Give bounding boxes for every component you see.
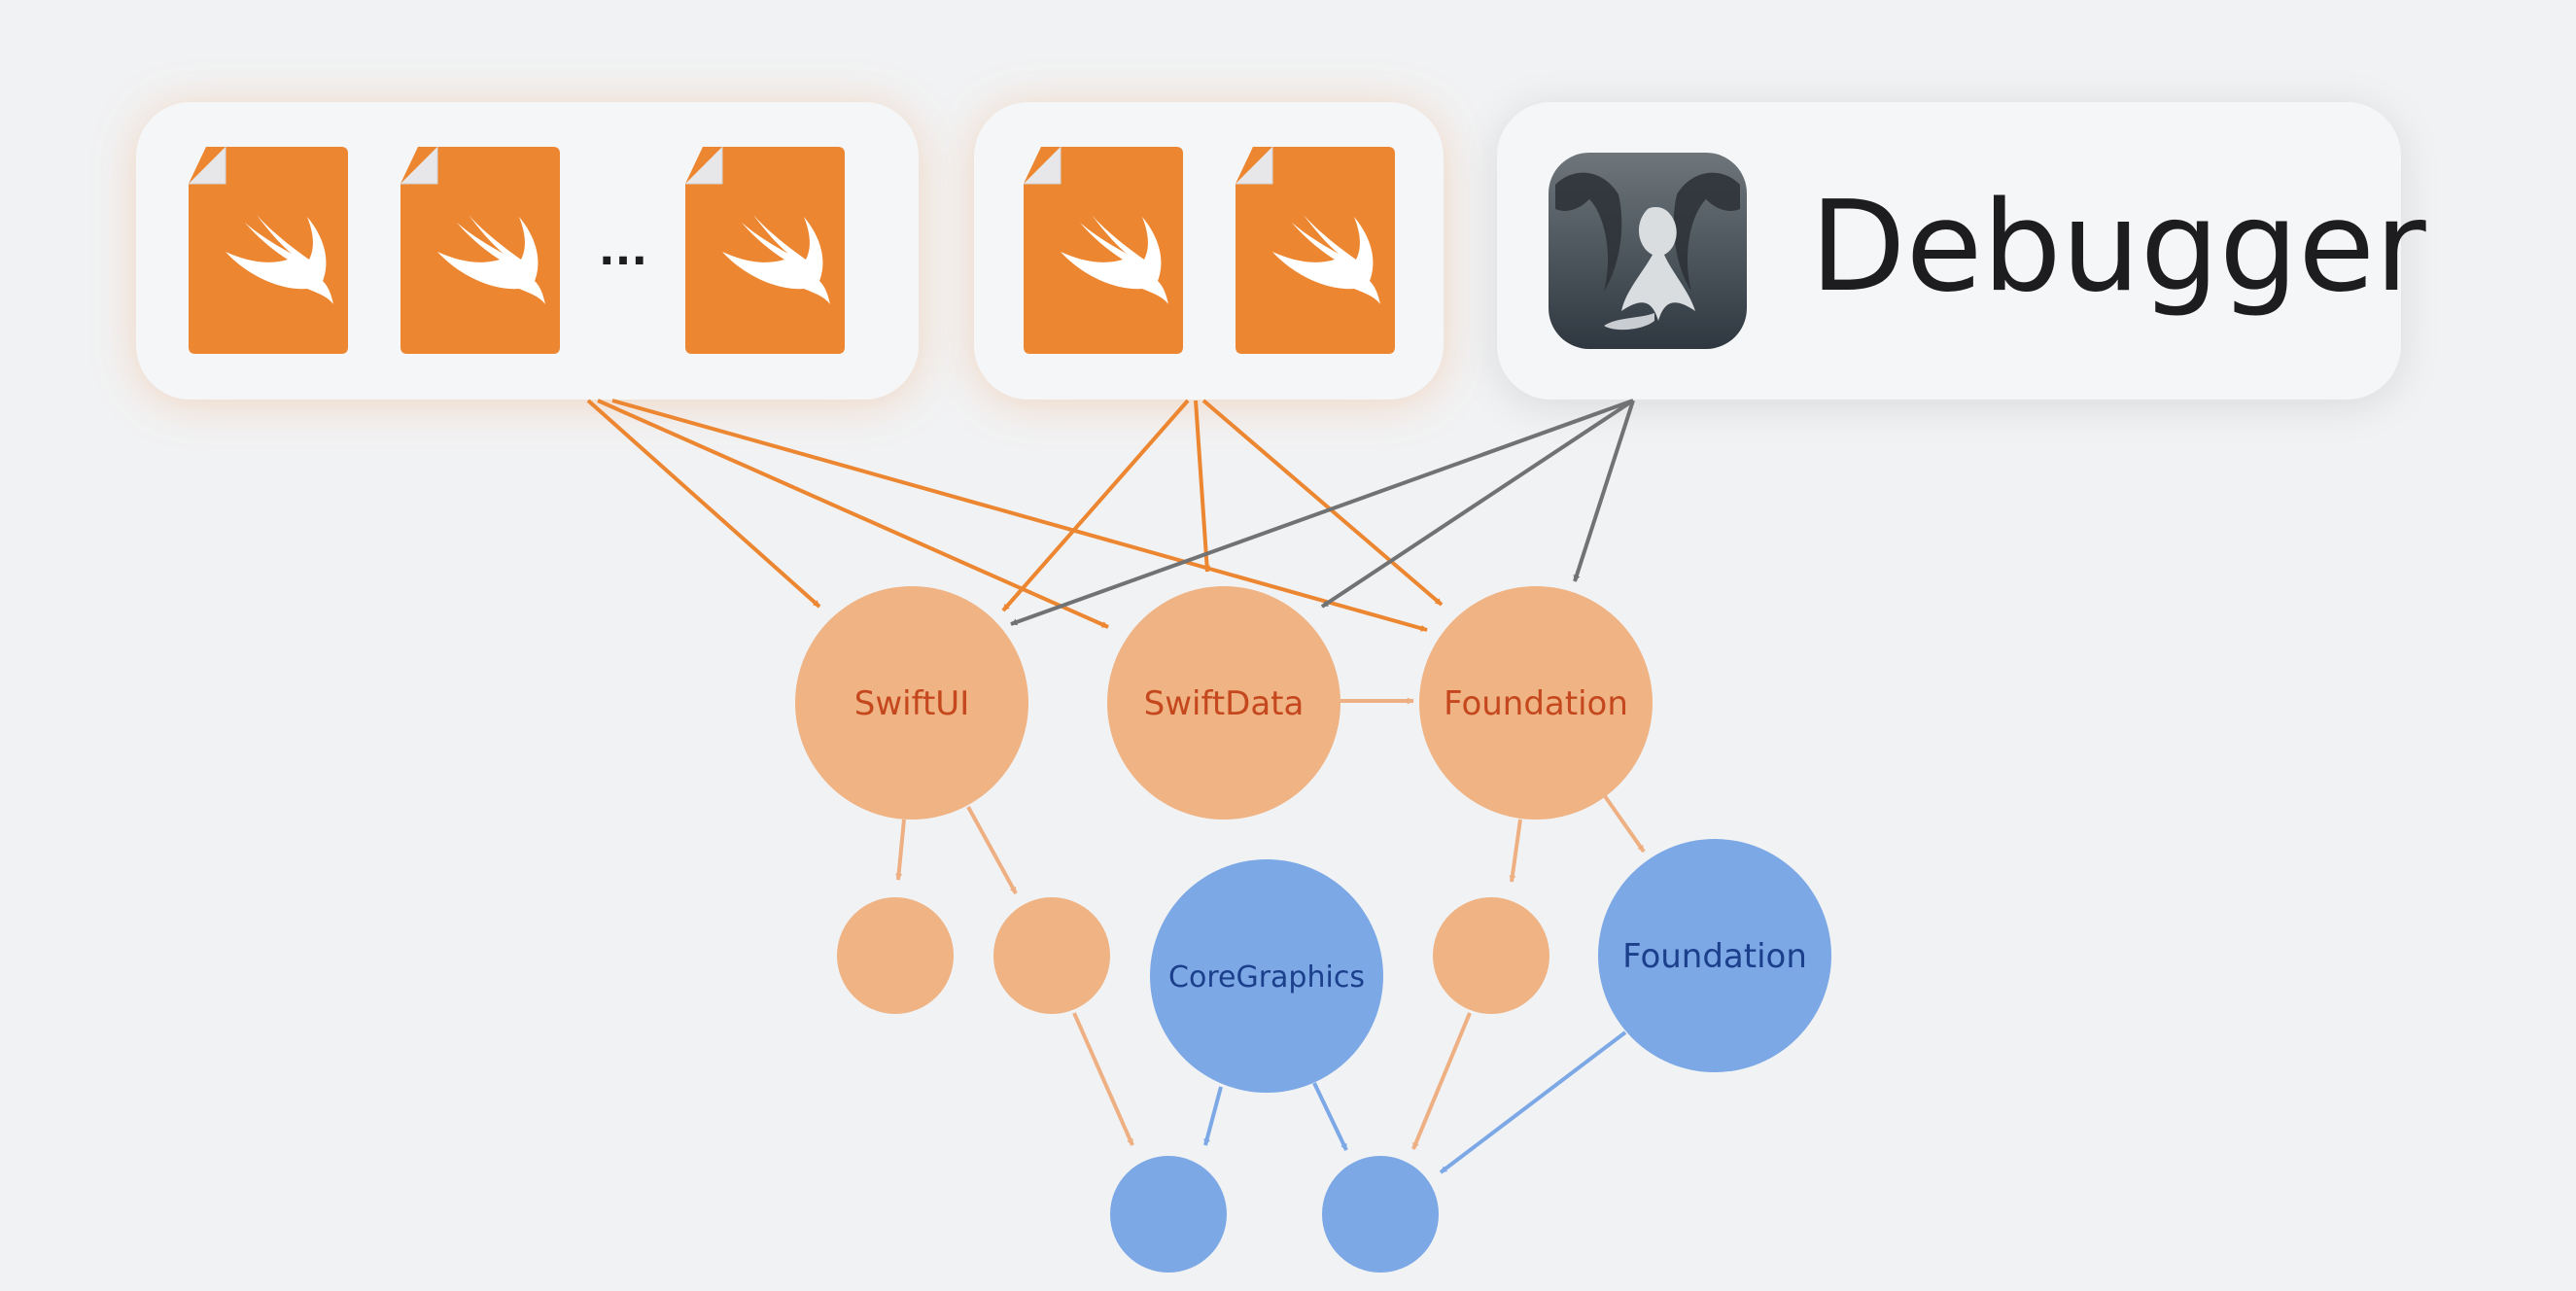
arrow xyxy=(1509,819,1522,883)
file-dependency-arrows xyxy=(586,399,1444,632)
swiftdata-label: SwiftData xyxy=(1144,684,1305,723)
arrow xyxy=(611,399,1428,632)
swift-file-icon xyxy=(188,146,349,355)
foundation-label: Foundation xyxy=(1444,684,1628,723)
dependency-node xyxy=(1433,897,1549,1014)
arrow xyxy=(1203,1086,1223,1146)
dependency-node xyxy=(993,897,1110,1014)
arrow xyxy=(1312,1082,1348,1151)
arrow xyxy=(586,399,821,609)
arrow xyxy=(966,806,1018,894)
foundation-system-label: Foundation xyxy=(1622,937,1807,976)
system-dependency-node xyxy=(1110,1156,1227,1273)
lldb-dragon-icon xyxy=(1549,153,1747,349)
foundation-node xyxy=(1419,586,1653,820)
swiftui-node xyxy=(795,586,1028,820)
swift-file-icon xyxy=(1023,146,1184,355)
arrow xyxy=(1320,399,1635,609)
foundation-system-node xyxy=(1598,839,1831,1072)
debugger-label: Debugger xyxy=(1810,175,2426,320)
debugger-dependency-arrows xyxy=(1010,399,1635,626)
arrow xyxy=(1201,399,1444,607)
swiftdata-node xyxy=(1107,586,1340,820)
arrow xyxy=(597,399,1109,629)
system-dependency-node xyxy=(1322,1156,1439,1273)
arrow xyxy=(895,819,906,881)
arrow xyxy=(1573,400,1635,582)
dependency-node xyxy=(837,897,954,1014)
swift-file-icon xyxy=(1235,146,1396,355)
arrow xyxy=(1001,399,1190,612)
swift-file-icon xyxy=(684,146,846,355)
ellipsis: ... xyxy=(599,226,647,275)
coregraphics-label: CoreGraphics xyxy=(1168,960,1365,994)
swiftui-label: SwiftUI xyxy=(854,684,969,723)
swift-file-icon xyxy=(400,146,561,355)
arrow xyxy=(1010,399,1634,626)
arrow xyxy=(1072,1012,1134,1146)
arrow xyxy=(1194,400,1211,573)
coregraphics-node xyxy=(1150,859,1383,1093)
arrow xyxy=(1439,1030,1627,1174)
arrow xyxy=(1603,794,1646,854)
framework-dependency-arrows xyxy=(895,697,1646,1150)
blue-dependency-arrows xyxy=(1203,1030,1627,1174)
arrow xyxy=(1411,1012,1472,1150)
